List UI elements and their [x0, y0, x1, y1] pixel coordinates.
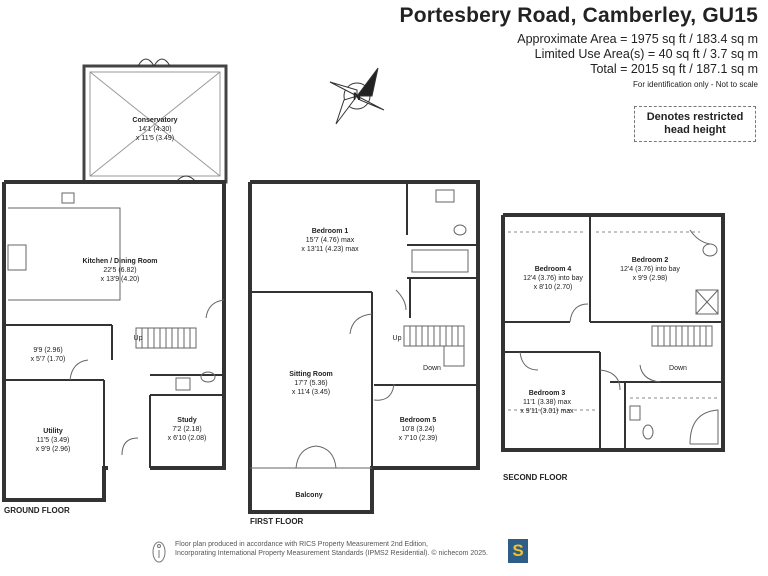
compass-icon: [329, 67, 385, 125]
footer-line-1: Floor plan produced in accordance with R…: [175, 541, 428, 548]
first-stairs-up: Up: [392, 335, 402, 342]
compass-label: N: [353, 91, 361, 103]
restricted-height-lines: [508, 231, 718, 411]
second-bathroom: [629, 243, 719, 445]
first-floor-label: FIRST FLOOR: [250, 517, 304, 526]
page-title: Portesbery Road, Camberley, GU15: [399, 4, 758, 27]
ground-doors: [69, 299, 225, 456]
room-balcony: Balcony: [295, 492, 323, 499]
restricted-height-legend: Denotes restricted head height: [634, 106, 756, 142]
second-floor-label: SECOND FLOOR: [503, 473, 568, 482]
info-person-icon: [152, 541, 166, 563]
first-bath: [411, 189, 469, 273]
approx-area: Approximate Area = 1975 sq ft / 183.4 sq…: [517, 32, 758, 46]
second-stairs-down: Down: [669, 365, 687, 372]
footer-line-2: Incorporating International Property Mea…: [175, 550, 488, 557]
room-hall-store: 9'9 (2.96)x 5'7 (1.70): [30, 347, 66, 363]
first-stairs: [403, 325, 465, 367]
footer-text: Floor plan produced in accordance with R…: [175, 540, 488, 558]
scale-note: For identification only - Not to scale: [633, 80, 758, 89]
ground-wc: [175, 371, 216, 391]
first-stairs-down: Down: [423, 365, 441, 372]
second-stairs: [651, 325, 713, 347]
brand-logo: S: [508, 539, 528, 563]
kitchen-counter: [7, 192, 121, 301]
limited-use-area: Limited Use Area(s) = 40 sq ft / 3.7 sq …: [534, 47, 758, 61]
ground-floor-label: GROUND FLOOR: [4, 506, 70, 515]
ground-stairs-up: Up: [133, 335, 143, 342]
total-area: Total = 2015 sq ft / 187.1 sq m: [590, 62, 758, 76]
ground-stairs: [135, 327, 197, 349]
legend-line-1: Denotes restricted: [646, 111, 744, 123]
legend-line-2: head height: [664, 124, 726, 136]
first-doors: [295, 289, 407, 469]
ground-floor-walls: [2, 180, 226, 502]
second-floor-walls: [501, 213, 725, 452]
second-doors: [519, 229, 711, 391]
